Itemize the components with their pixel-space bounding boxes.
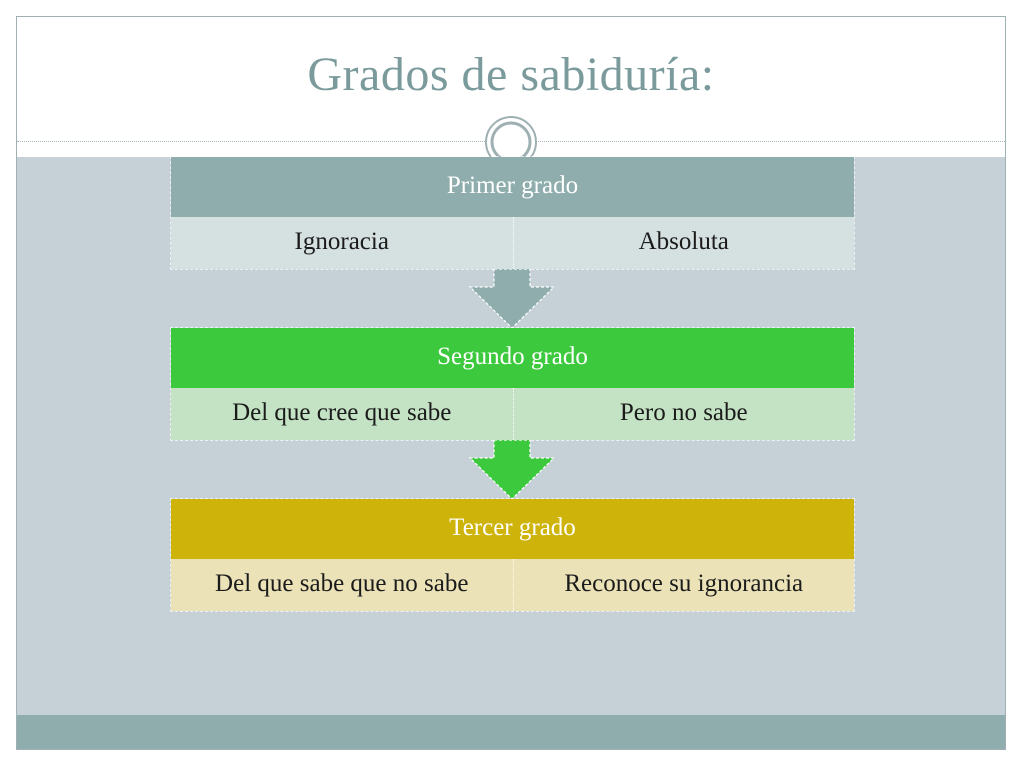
- level-cell-left: Del que cree que sabe: [232, 399, 452, 426]
- level-cell-right: Absoluta: [512, 217, 855, 269]
- footer-bar: [17, 715, 1005, 749]
- level-cell-left: Ignoracia: [294, 228, 389, 255]
- level-cell-right: Pero no sabe: [512, 388, 855, 440]
- level-cell-left: Del que sabe que no sabe: [215, 570, 469, 597]
- level-row: Ignoracia Absoluta: [171, 217, 854, 269]
- level-header: Primer grado: [171, 157, 854, 217]
- level-segundo-grado: Segundo grado Del que cree que sabe Pero…: [170, 327, 855, 441]
- down-arrow-icon: [468, 269, 556, 329]
- double-ring-icon: [485, 116, 537, 168]
- down-arrow-icon: [468, 440, 556, 500]
- level-header: Segundo grado: [171, 328, 854, 388]
- slide: Grados de sabiduría: Primer grado Ignora…: [16, 16, 1006, 750]
- level-row: Del que cree que sabe Pero no sabe: [171, 388, 854, 440]
- level-header: Tercer grado: [171, 499, 854, 559]
- level-row: Del que sabe que no sabe Reconoce su ign…: [171, 559, 854, 611]
- level-primer-grado: Primer grado Ignoracia Absoluta: [170, 156, 855, 270]
- level-tercer-grado: Tercer grado Del que sabe que no sabe Re…: [170, 498, 855, 612]
- slide-title: Grados de sabiduría:: [307, 48, 715, 101]
- level-cell-right: Reconoce su ignorancia: [512, 559, 855, 611]
